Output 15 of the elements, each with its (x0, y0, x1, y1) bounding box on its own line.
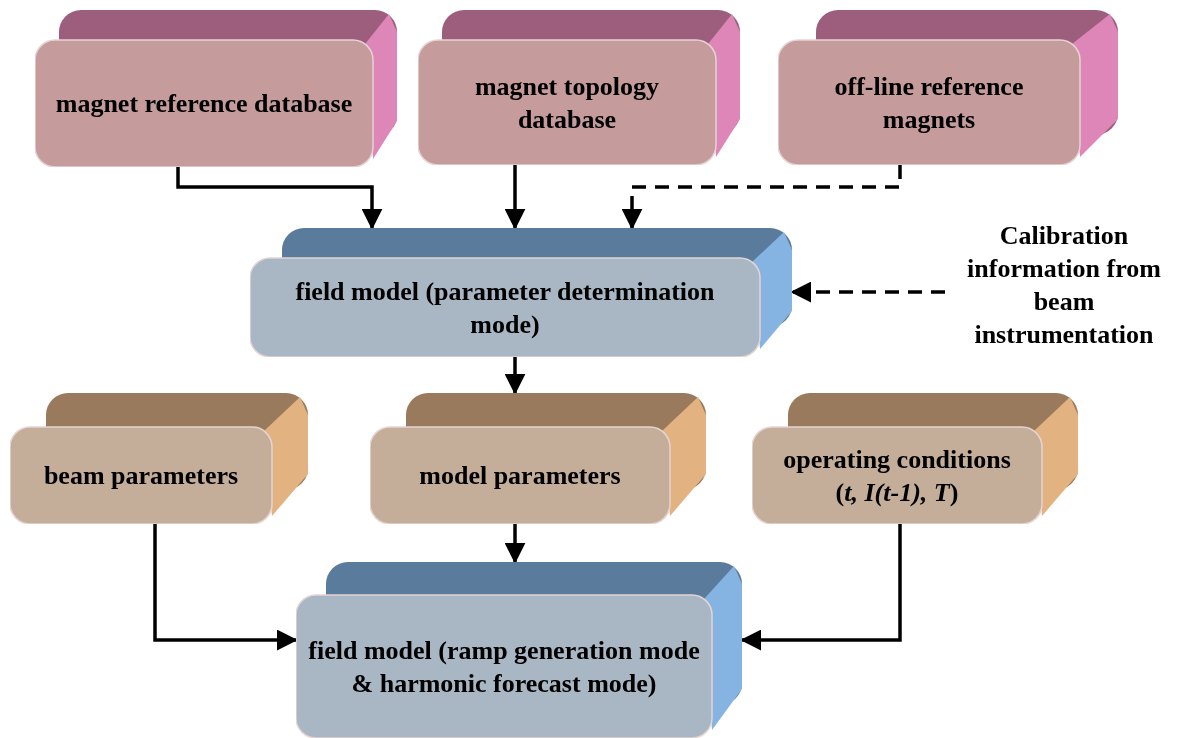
box-label: field model (ramp generation mode & harmonic forecast mode) (307, 634, 701, 700)
arrow (504, 524, 526, 564)
box-label: operating conditions (783, 443, 1011, 476)
box-label: model parameters (419, 460, 621, 492)
box-label: beam parameters (43, 460, 239, 492)
box-label: (t, I(t-1), T) (835, 476, 959, 509)
arrow (621, 165, 902, 230)
arrow (176, 167, 383, 230)
box-label: magnet topology database (473, 70, 661, 136)
box-label: field model (parameter determination mode) (294, 275, 716, 341)
note-text: Calibration information from beam instrumentation (966, 220, 1162, 351)
box-label: magnet reference database (55, 88, 353, 120)
arrow (504, 165, 526, 230)
arrow (504, 357, 526, 395)
box-label: off-line reference magnets (833, 70, 1025, 136)
